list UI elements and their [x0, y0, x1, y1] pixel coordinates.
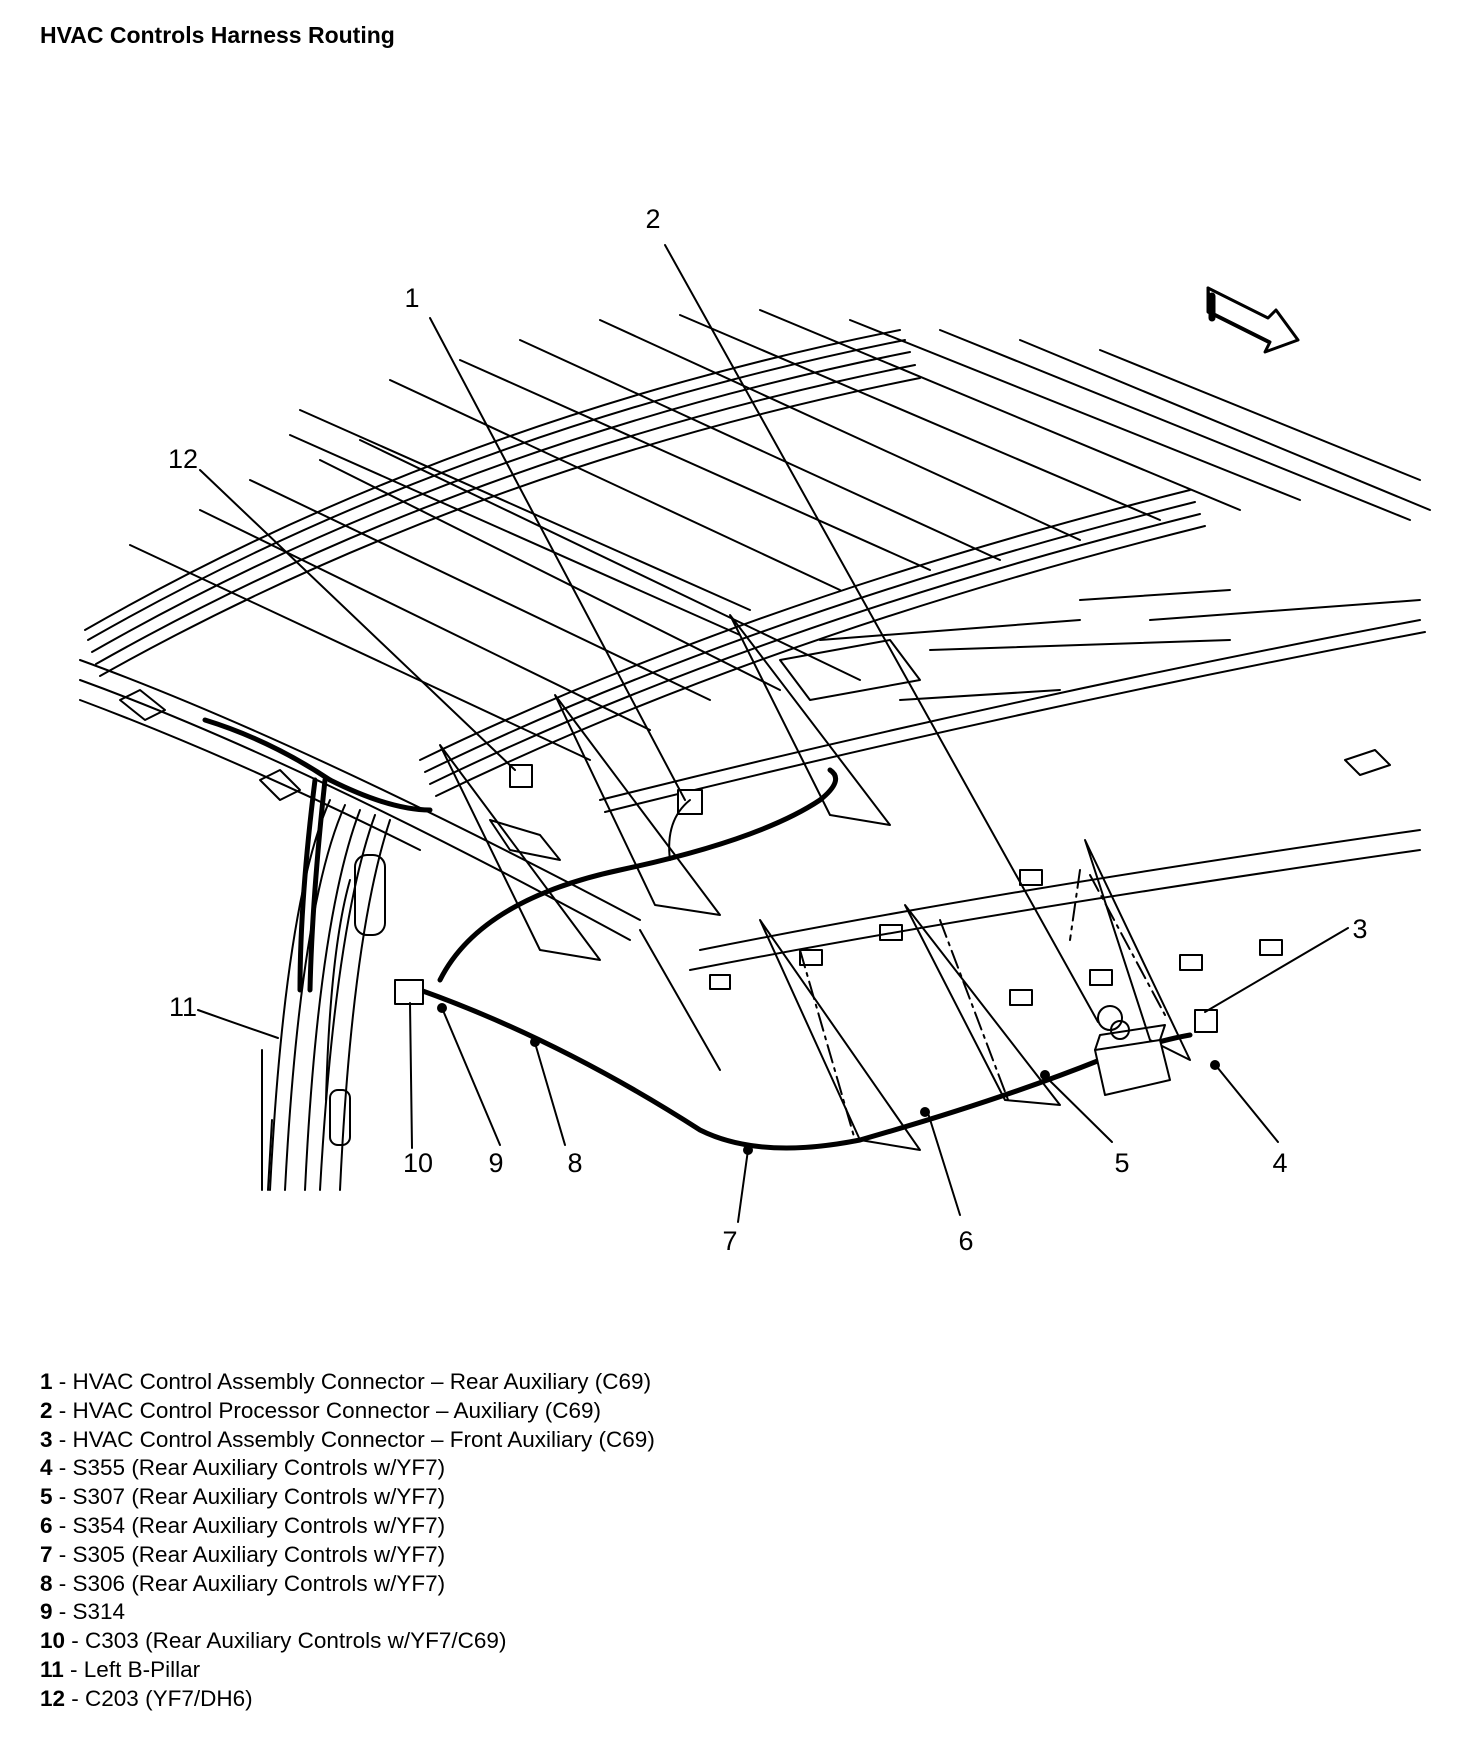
legend-item: 6 - S354 (Rear Auxiliary Controls w/YF7): [40, 1512, 446, 1538]
callout-7: 7: [722, 1226, 737, 1256]
legend-item: 1 - HVAC Control Assembly Connector – Re…: [40, 1369, 652, 1394]
reference-triangles: [439, 614, 1191, 1151]
front-direction-arrow: [1206, 286, 1300, 354]
roof-bows: [84, 329, 1426, 813]
callout-1: 1: [404, 283, 419, 313]
legend-item: 5 - S307 (Rear Auxiliary Controls w/YF7): [40, 1484, 446, 1510]
callout-9: 9: [488, 1148, 503, 1178]
hvac-harness: [202, 717, 1193, 1151]
callout-11: 11: [169, 992, 197, 1022]
callout-numbers: 1 2 3 4 5 6 7 8 9 10 11 12: [168, 204, 1368, 1256]
legend-item: 7 - S305 (Rear Auxiliary Controls w/YF7): [40, 1541, 446, 1567]
callout-8: 8: [567, 1148, 582, 1178]
alignment-lines: [799, 869, 1166, 1141]
legend-item: 12 - C203 (YF7/DH6): [40, 1685, 253, 1711]
roof-openings: [119, 639, 1391, 861]
callout-6: 6: [958, 1226, 973, 1256]
harness-routing-diagram: 1 2 3 4 5 6 7 8 9 10 11 12: [79, 204, 1431, 1256]
legend-item: 3 - HVAC Control Assembly Connector – Fr…: [40, 1426, 655, 1452]
callout-5: 5: [1114, 1148, 1129, 1178]
connector-c69-front: [1194, 1009, 1218, 1033]
hvac-control-processor: [1094, 1039, 1171, 1096]
diagram-title: HVAC Controls Harness Routing: [40, 22, 395, 48]
side-rail: [79, 659, 1421, 1006]
legend: 1 - HVAC Control Assembly Connector – Re…: [40, 1368, 655, 1714]
callout-10: 10: [403, 1148, 433, 1178]
callout-4: 4: [1272, 1148, 1287, 1178]
legend-item: 8 - S306 (Rear Auxiliary Controls w/YF7): [40, 1570, 446, 1596]
roof-slats: [129, 309, 1431, 761]
callout-12: 12: [168, 444, 198, 474]
legend-item: 4 - S355 (Rear Auxiliary Controls w/YF7): [40, 1455, 446, 1481]
legend-item: 11 - Left B-Pillar: [40, 1656, 201, 1682]
left-b-pillar: [261, 799, 391, 1191]
legend-item: 10 - C303 (Rear Auxiliary Controls w/YF7…: [40, 1628, 507, 1654]
legend-item: 2 - HVAC Control Processor Connector – A…: [40, 1397, 602, 1423]
legend-item: 9 - S314: [40, 1599, 126, 1625]
harness-wrap: [418, 798, 1192, 1150]
callout-3: 3: [1352, 914, 1367, 944]
callout-2: 2: [645, 204, 660, 234]
connectors: [394, 764, 1218, 1096]
connector-c303: [394, 979, 424, 1005]
callout-leaders: [197, 244, 1349, 1223]
